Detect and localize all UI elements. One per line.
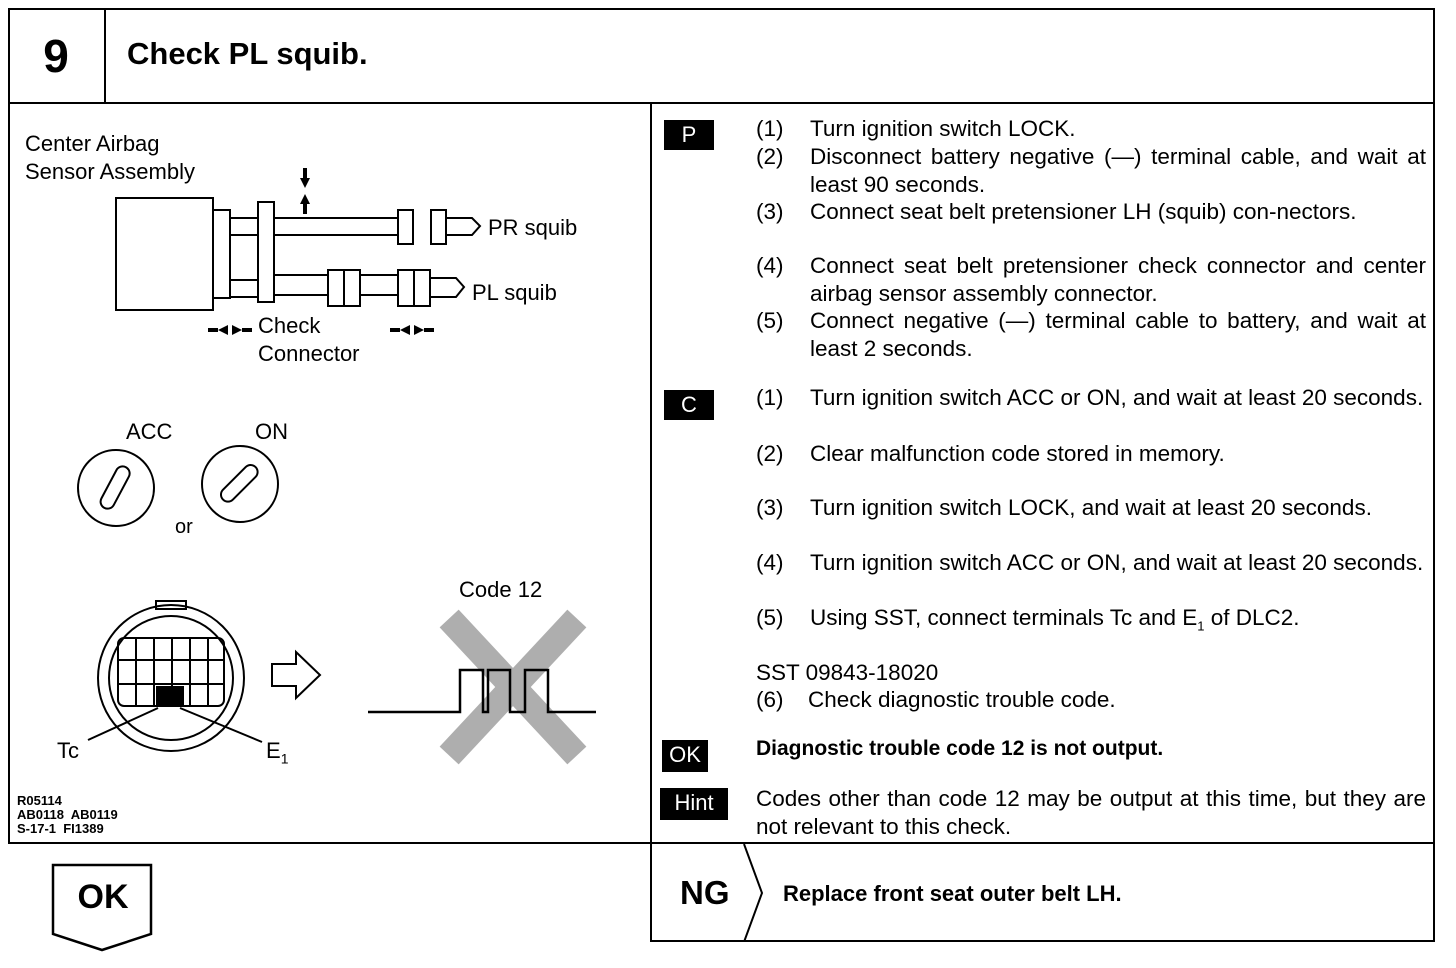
pl-squib-label: PL squib <box>472 280 557 305</box>
check-item-5: (5)Using SST, connect terminals Tc and E… <box>756 605 1300 634</box>
ng-result-box <box>650 844 1435 942</box>
acc-label: ACC <box>126 419 173 444</box>
ok-result-badge <box>51 863 153 952</box>
on-dial-icon <box>201 445 279 523</box>
check-item-2: (2)Clear malfunction code stored in memo… <box>756 441 1225 466</box>
ok-condition: Diagnostic trouble code 12 is not output… <box>756 737 1164 760</box>
sensor-label-line1: Center Airbag <box>25 131 160 156</box>
number-divider <box>104 8 106 104</box>
step-title: Check PL squib. <box>127 36 368 71</box>
column-divider <box>650 102 652 844</box>
ref-code-2: AB0118 AB0119 <box>17 807 118 822</box>
crossed-out-icon <box>439 609 587 765</box>
ng-chevron <box>743 844 764 942</box>
dlc2-connector-icon <box>87 600 263 752</box>
ok-tag: OK <box>662 740 708 772</box>
prepare-item-1: (1)Turn ignition switch LOCK. <box>756 116 1076 141</box>
tc-label: Tc <box>57 738 79 763</box>
arrow-right-icon <box>271 649 322 701</box>
wiring-diagram <box>77 168 596 765</box>
sensor-assembly-box <box>115 197 214 311</box>
check-connector-label-line2: Connector <box>258 341 360 366</box>
sensor-connector <box>212 209 231 299</box>
ref-code-3: S-17-1 FI1389 <box>17 821 104 836</box>
prepare-item-5: (5)Connect negative (—) terminal cable t… <box>756 308 1426 361</box>
or-label: or <box>175 516 193 538</box>
pr-squib-label: PR squib <box>488 215 578 240</box>
prepare-tag: P <box>664 120 714 150</box>
step-frame <box>8 8 1435 844</box>
header-divider <box>8 102 1435 104</box>
ref-code-1: R05114 <box>17 793 62 808</box>
sensor-label-line2: Sensor Assembly <box>25 159 195 184</box>
step-number: 9 <box>43 30 69 82</box>
prepare-item-2: (2)Disconnect battery negative (—) termi… <box>756 144 1426 197</box>
check-connector-label-line1: Check <box>258 313 321 338</box>
check-item-3: (3)Turn ignition switch LOCK, and wait a… <box>756 495 1372 520</box>
hint-text: Codes other than code 12 may be output a… <box>756 786 1426 839</box>
check-item-1: (1)Turn ignition switch ACC or ON, and w… <box>756 385 1424 410</box>
arrow-icons <box>208 168 434 335</box>
code-label: Code 12 <box>459 577 543 602</box>
prepare-item-4: (4)Connect seat belt pretensioner check … <box>756 253 1426 306</box>
ng-action: Replace front seat outer belt LH. <box>783 881 1122 906</box>
check-connector-block <box>257 201 275 303</box>
e1-label: E1 <box>266 738 289 767</box>
ok-result-label: OK <box>77 878 129 916</box>
on-label: ON <box>255 419 288 444</box>
check-item-4: (4)Turn ignition switch ACC or ON, and w… <box>756 550 1424 575</box>
check-tag: C <box>664 390 714 420</box>
prepare-item-3: (3)Connect seat belt pretensioner LH (sq… <box>756 199 1357 224</box>
code-waveform <box>368 668 596 714</box>
ng-result-label: NG <box>680 874 730 911</box>
hint-tag: Hint <box>660 788 728 820</box>
acc-dial-icon <box>77 449 155 527</box>
check-item-6: (6)Check diagnostic trouble code. <box>756 687 1116 712</box>
sst-number: SST 09843-18020 <box>756 660 939 685</box>
